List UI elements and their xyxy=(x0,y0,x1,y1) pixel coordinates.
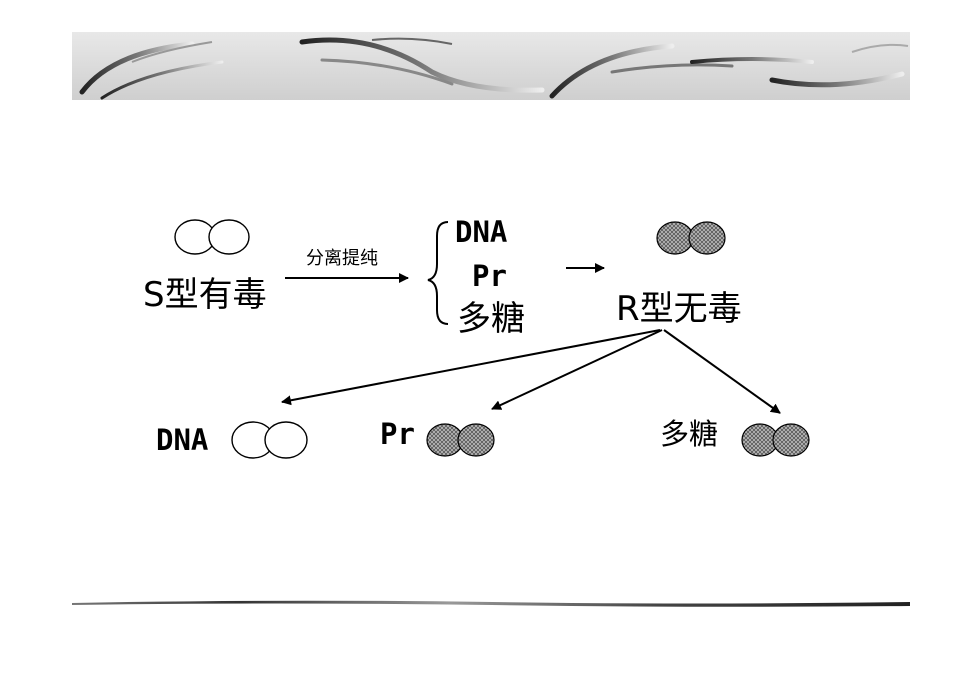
s-type-cell-icon xyxy=(174,219,250,255)
result-polysaccharide-label: 多糖 xyxy=(660,417,719,451)
result-dna-label: DNA xyxy=(156,423,209,457)
dna-result-cell-icon xyxy=(231,421,308,459)
result-pr-label: Pr xyxy=(380,417,415,451)
decorative-banner xyxy=(72,32,910,100)
polysaccharide-result-cell-icon xyxy=(741,423,810,457)
pr-result-cell-icon xyxy=(426,423,495,457)
arrow-to-pr xyxy=(491,329,663,410)
arrow-to-dna xyxy=(281,329,661,406)
r-type-cell-icon xyxy=(656,221,726,255)
arrow-to-polysaccharide xyxy=(663,329,781,414)
brace xyxy=(427,221,449,325)
source-label: S型有毒 xyxy=(143,275,267,315)
component-polysaccharide: 多糖 xyxy=(457,299,525,339)
target-label: R型无毒 xyxy=(616,289,742,329)
process-label: 分离提纯 xyxy=(306,248,378,269)
bottom-divider xyxy=(72,600,910,607)
component-dna: DNA xyxy=(455,215,508,249)
component-pr: Pr xyxy=(472,259,507,293)
